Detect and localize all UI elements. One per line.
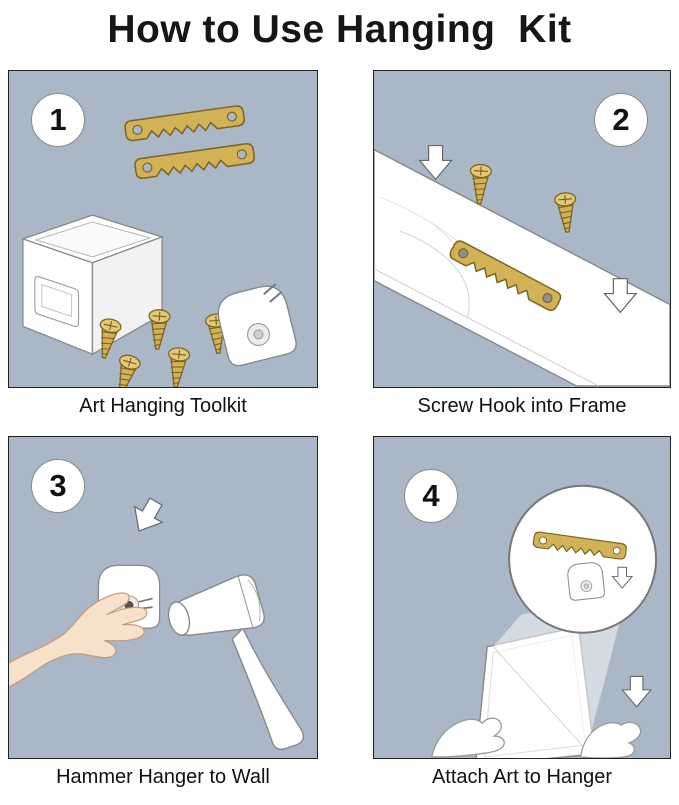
left-hand-icon: [430, 717, 505, 758]
step-2-panel: 2: [373, 70, 671, 388]
step-3-badge: 3: [31, 459, 85, 513]
toolkit-box-icon: [20, 214, 164, 356]
right-hand-icon: [579, 721, 642, 758]
step-4-number: 4: [422, 478, 440, 513]
sawtooth-hanger-icon: [124, 105, 245, 142]
screw-icon: [469, 163, 492, 205]
step-3-caption: Hammer Hanger to Wall: [56, 766, 270, 788]
sawtooth-hanger-icon: [532, 531, 627, 560]
step-3-panel: 3: [8, 436, 318, 759]
step-1-badge: 1: [31, 93, 85, 147]
screw-icon: [168, 347, 191, 387]
step-4-illustration: [430, 484, 658, 758]
step-2-number: 2: [612, 102, 630, 137]
hammer-icon: [167, 574, 304, 751]
step-4-panel: 4: [373, 436, 671, 759]
step-2-cell: 2 Screw Hook into Frame: [373, 70, 671, 420]
step-4-badge: 4: [404, 469, 458, 523]
screw-icon: [99, 318, 122, 359]
page-title: How to Use Hanging Kit: [107, 8, 572, 51]
screw-icon: [118, 354, 141, 387]
screw-icon: [148, 309, 171, 350]
down-arrow-icon: [611, 566, 634, 589]
step-1-caption: Art Hanging Toolkit: [79, 395, 247, 417]
sawtooth-hanger-icon: [134, 142, 255, 180]
step-4-caption: Attach Art to Hanger: [431, 766, 613, 788]
down-arrow-icon: [133, 497, 164, 532]
hand-icon: [9, 592, 148, 688]
step-2-illustration: [374, 144, 670, 387]
down-arrow-icon: [603, 278, 638, 314]
step-3-illustration: [9, 497, 304, 751]
down-arrow-icon: [621, 675, 653, 708]
sawtooth-hanger-icon: [449, 240, 562, 312]
step-1-number: 1: [49, 102, 67, 137]
down-arrow-icon: [418, 144, 453, 181]
step-1-panel: 1: [8, 70, 318, 388]
step-2-caption: Screw Hook into Frame: [417, 395, 627, 417]
steps-grid: 1 Art Hanging Toolkit: [0, 70, 679, 791]
step-3-cell: 3 Hammer Hanger to Wall: [8, 436, 318, 791]
frame-board-icon: [374, 148, 670, 387]
step-1-cell: 1 Art Hanging Toolkit: [8, 70, 318, 420]
wall-hook-icon: [567, 562, 605, 601]
step-2-badge: 2: [594, 93, 648, 147]
magnifier-circle: [508, 484, 658, 634]
step-4-cell: 4 Attach Art to Hanger: [373, 436, 671, 791]
wall-hook-icon: [217, 283, 297, 367]
step-3-number: 3: [49, 468, 67, 503]
screw-icon: [554, 192, 577, 233]
step-1-illustration: [20, 105, 297, 387]
